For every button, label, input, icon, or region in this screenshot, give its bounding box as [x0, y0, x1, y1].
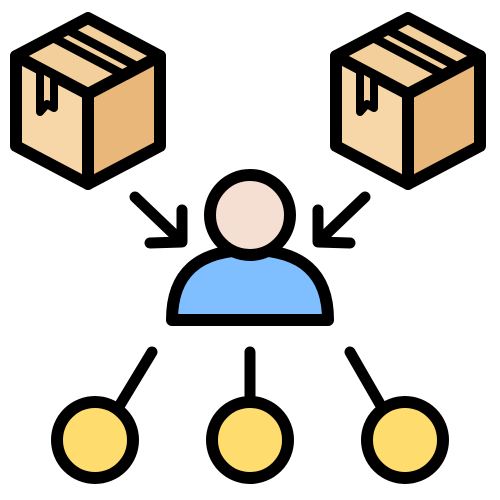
cardboard-box-icon-left — [10, 12, 166, 190]
circle-node-icon-right — [361, 396, 449, 484]
arrow-down-right-icon — [129, 191, 188, 249]
circle-node-icon-center — [206, 396, 294, 484]
user-icon — [166, 169, 334, 326]
cardboard-box-icon-right — [330, 12, 486, 190]
circle-node-icon-left — [51, 396, 139, 484]
arrow-down-left-icon — [312, 191, 371, 249]
